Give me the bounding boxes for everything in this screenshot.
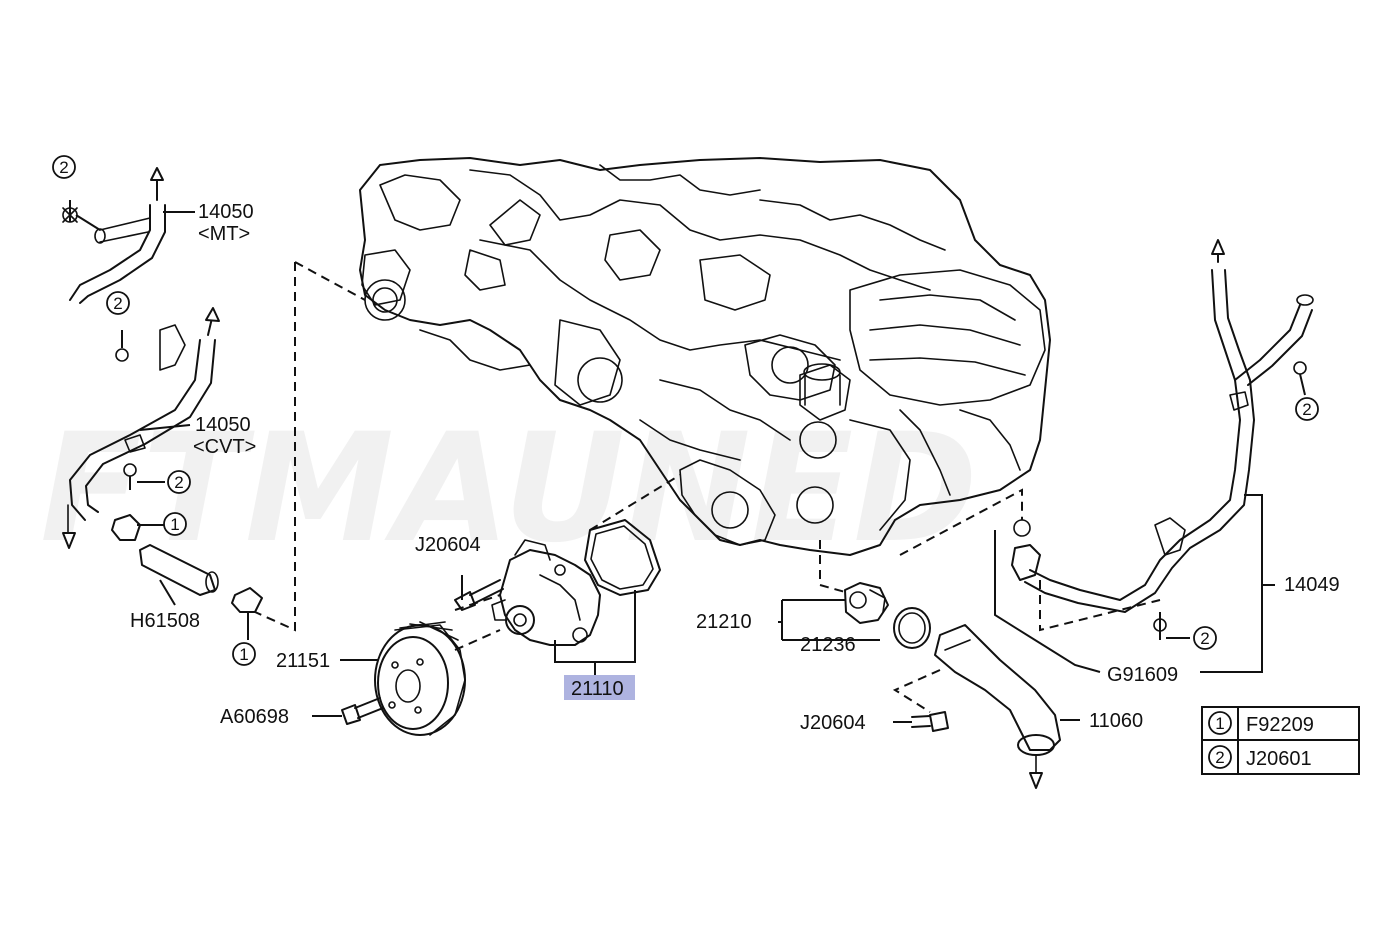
pump-gasket (584, 519, 661, 596)
svg-text:2: 2 (1215, 748, 1224, 767)
label-14050-mt-variant: <MT> (198, 223, 250, 245)
label-11060: 11060 (1089, 710, 1143, 732)
callout-1-lower-clamp: 1 (232, 642, 256, 666)
label-14050-cvt: 14050 (195, 414, 251, 436)
bolt-j20604-right (911, 711, 949, 732)
label-21151: 21151 (276, 650, 330, 672)
callout-2-right-bolt: 2 (1193, 626, 1217, 650)
svg-text:2: 2 (1302, 400, 1311, 419)
thermostat-seal (893, 607, 931, 649)
label-a60698: A60698 (220, 706, 289, 728)
label-14050-cvt-variant: <CVT> (193, 436, 256, 458)
callout-1-upper-clamp: 1 (163, 512, 187, 536)
label-21236: 21236 (800, 634, 856, 656)
leader-lines (69, 200, 1306, 723)
legend-row-1: 1 F92209 (1208, 711, 1314, 736)
highlight-21110 (564, 675, 635, 700)
pulley (374, 621, 466, 736)
svg-text:1: 1 (1215, 714, 1224, 733)
outlet-pipe-11060 (934, 624, 1061, 789)
legend-table: 1 F92209 2 J20601 (1201, 706, 1360, 775)
label-j20604-right: J20604 (800, 712, 866, 734)
label-h61508: H61508 (130, 610, 200, 632)
pipe-14050-cvt (62, 307, 220, 549)
legend-part-1: F92209 (1246, 714, 1314, 736)
pipe-14050-mt (62, 167, 166, 304)
label-j20604-left: J20604 (415, 534, 481, 556)
pipe-14049 (1011, 239, 1314, 640)
label-21210: 21210 (696, 611, 752, 633)
callout-2-cvt-bottom: 2 (167, 470, 191, 494)
engine-block (359, 157, 1051, 556)
legend-row-2: 2 J20601 (1208, 745, 1312, 770)
thermostat (844, 582, 889, 624)
label-21110[interactable]: 21110 (571, 678, 624, 700)
callout-2-mt: 2 (52, 155, 76, 179)
svg-text:2: 2 (59, 158, 68, 177)
label-14050-mt: 14050 (198, 201, 254, 223)
bolt-a60698 (341, 697, 384, 725)
svg-text:1: 1 (170, 515, 179, 534)
callout-2-right-pipe: 2 (1295, 397, 1319, 421)
dashed-lines (254, 261, 1161, 713)
water-pump (491, 539, 601, 646)
watermark: FTMAUNED (40, 402, 978, 576)
callout-2-cvt-top: 2 (106, 291, 130, 315)
label-14049: 14049 (1284, 574, 1340, 596)
svg-text:2: 2 (174, 473, 183, 492)
svg-text:1: 1 (239, 645, 248, 664)
svg-text:2: 2 (113, 294, 122, 313)
bolt-j20604-left (454, 579, 504, 611)
label-g91609: G91609 (1107, 664, 1178, 686)
svg-text:2: 2 (1200, 629, 1209, 648)
legend-part-2: J20601 (1246, 748, 1312, 770)
